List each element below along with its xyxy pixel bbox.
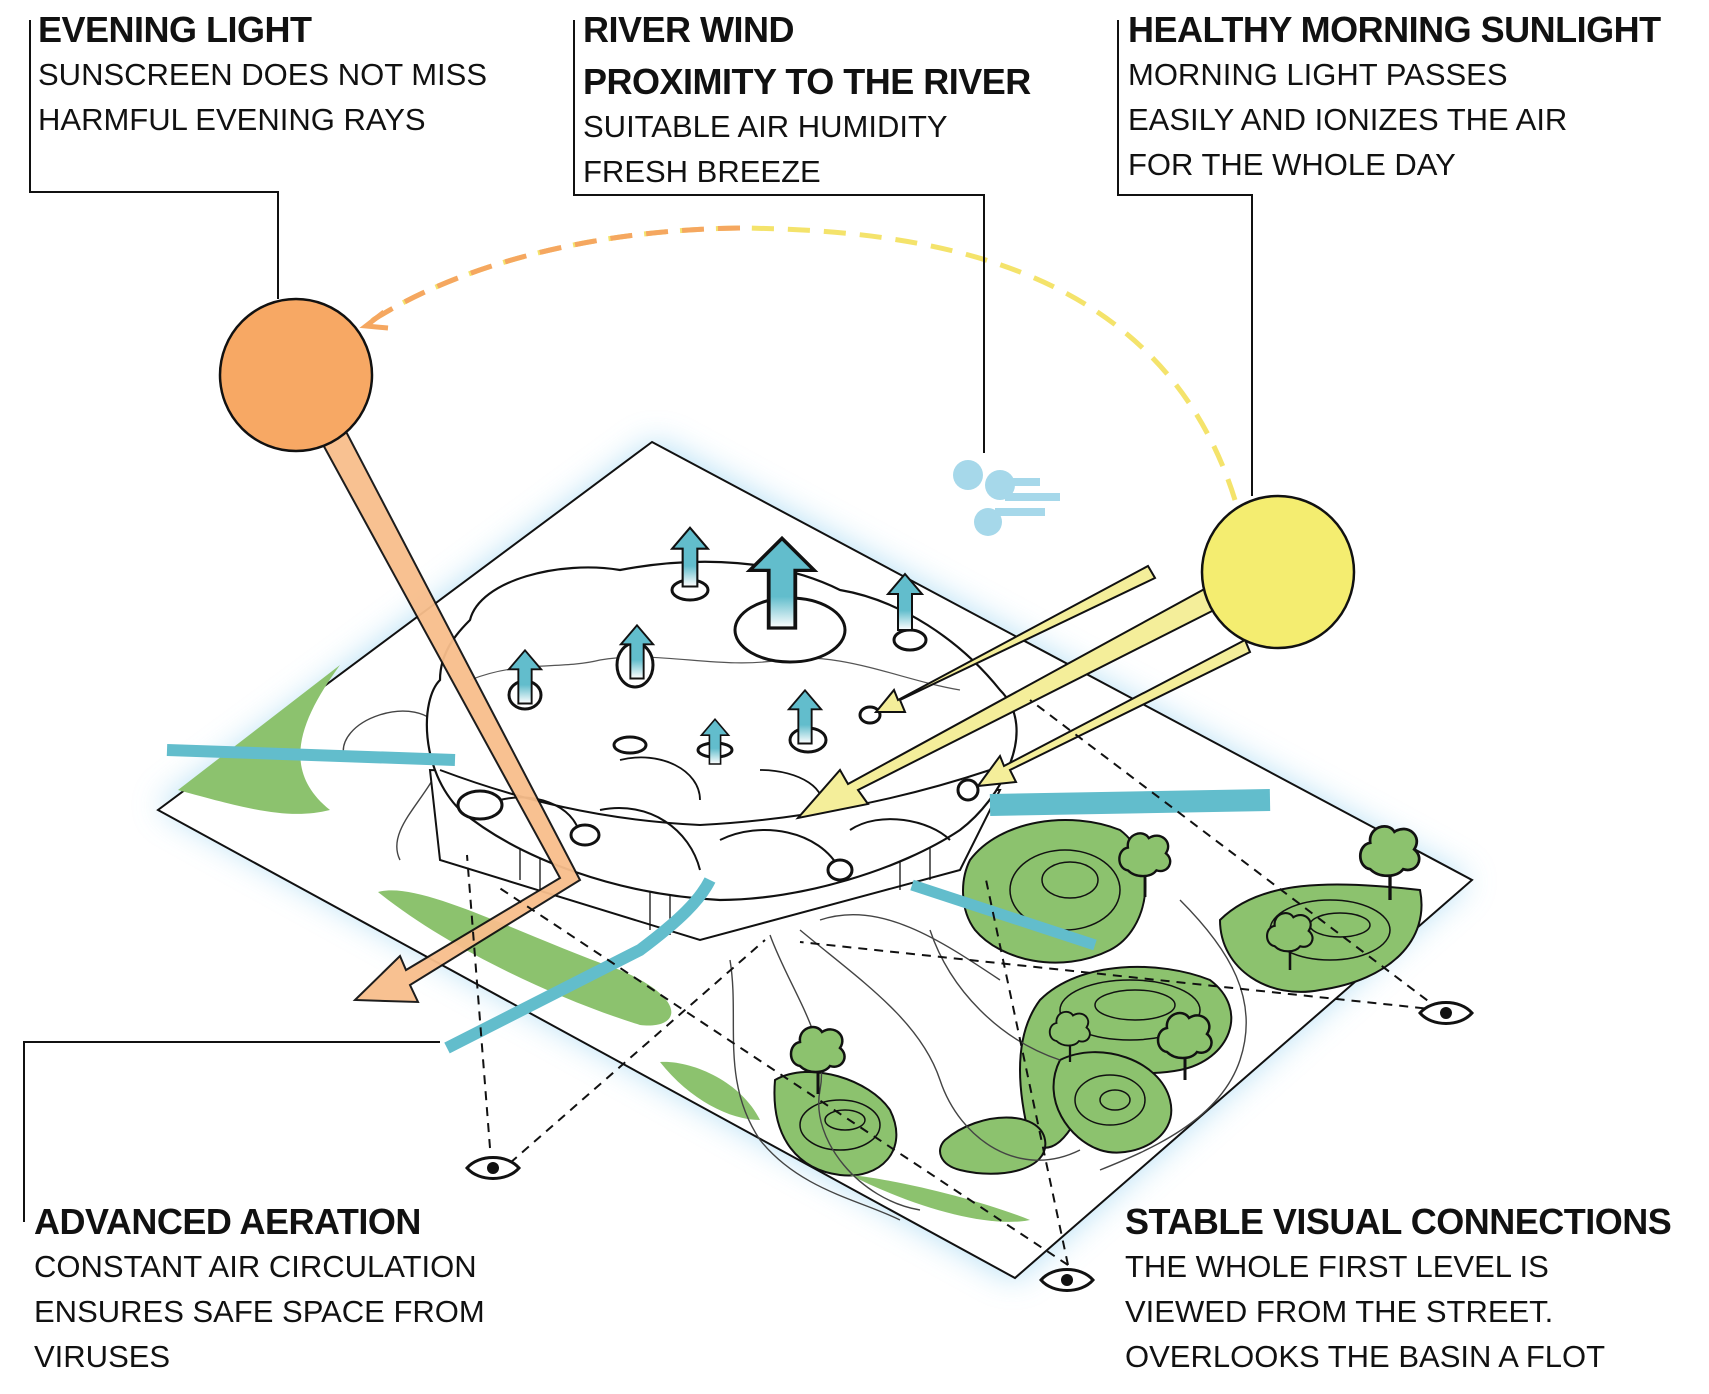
visual-connections-line: VIEWED FROM THE STREET. — [1125, 1294, 1554, 1329]
sight-lines — [466, 699, 1441, 1266]
advanced-aeration-line: VIRUSES — [34, 1339, 171, 1374]
visual-connections-title: STABLE VISUAL CONNECTIONS — [1125, 1201, 1672, 1242]
morning-sunlight-text: MORNING LIGHT PASSES EASILY AND IONIZES … — [1128, 52, 1618, 187]
river-wind-line: SUITABLE AIR HUMIDITY — [583, 109, 948, 144]
wind-icon — [953, 460, 1060, 536]
site-paths — [342, 710, 1247, 1221]
leader-lines — [23, 20, 1253, 1222]
sun-morning-icon — [1200, 494, 1356, 650]
evening-light-text: SUNSCREEN DOES NOT MISS HARMFUL EVENING … — [38, 52, 528, 142]
eye-icon — [1039, 1268, 1095, 1292]
morning-rays — [795, 564, 1252, 820]
morning-sunlight-title: HEALTHY MORNING SUNLIGHT — [1128, 9, 1661, 50]
visual-connections-line: OVERLOOKS THE BASIN A FLOT — [1125, 1339, 1606, 1374]
advanced-aeration-text: CONSTANT AIR CIRCULATION ENSURES SAFE SP… — [34, 1244, 524, 1379]
morning-sunlight-line: FOR THE WHOLE DAY — [1128, 147, 1456, 182]
label-morning-sunlight: HEALTHY MORNING SUNLIGHT MORNING LIGHT P… — [1128, 8, 1661, 187]
sun-evening-icon — [218, 297, 374, 453]
evening-light-line: HARMFUL EVENING RAYS — [38, 102, 426, 137]
sun-path-evening — [368, 225, 741, 325]
label-visual-connections: STABLE VISUAL CONNECTIONS THE WHOLE FIRS… — [1125, 1200, 1672, 1379]
evening-light-title: EVENING LIGHT — [38, 9, 312, 50]
visual-connections-text: THE WHOLE FIRST LEVEL IS VIEWED FROM THE… — [1125, 1244, 1625, 1379]
sun-path — [368, 225, 1238, 501]
visual-connections-line: THE WHOLE FIRST LEVEL IS — [1125, 1249, 1549, 1284]
label-advanced-aeration: ADVANCED AERATION CONSTANT AIR CIRCULATI… — [34, 1200, 524, 1379]
river-wind-line: FRESH BREEZE — [583, 154, 821, 189]
river-wind-subtitle: PROXIMITY TO THE RIVER — [583, 61, 1031, 102]
morning-sunlight-line: MORNING LIGHT PASSES — [1128, 57, 1508, 92]
evening-light-line: SUNSCREEN DOES NOT MISS — [38, 57, 488, 92]
evening-ray — [313, 418, 582, 1004]
advanced-aeration-line: CONSTANT AIR CIRCULATION — [34, 1249, 477, 1284]
river-wind-title: RIVER WIND — [583, 9, 795, 50]
wind-flows — [166, 744, 1271, 1054]
advanced-aeration-title: ADVANCED AERATION — [34, 1201, 421, 1242]
label-river-wind: RIVER WIND PROXIMITY TO THE RIVER SUITAB… — [583, 8, 1083, 194]
river-wind-text: SUITABLE AIR HUMIDITY FRESH BREEZE — [583, 104, 1083, 194]
eye-icon — [465, 1156, 521, 1180]
label-evening-light: EVENING LIGHT SUNSCREEN DOES NOT MISS HA… — [38, 8, 528, 142]
eye-icon — [1418, 1001, 1474, 1025]
advanced-aeration-line: ENSURES SAFE SPACE FROM — [34, 1294, 485, 1329]
morning-sunlight-line: EASILY AND IONIZES THE AIR — [1128, 102, 1568, 137]
sun-path-arrowhead — [359, 310, 389, 331]
